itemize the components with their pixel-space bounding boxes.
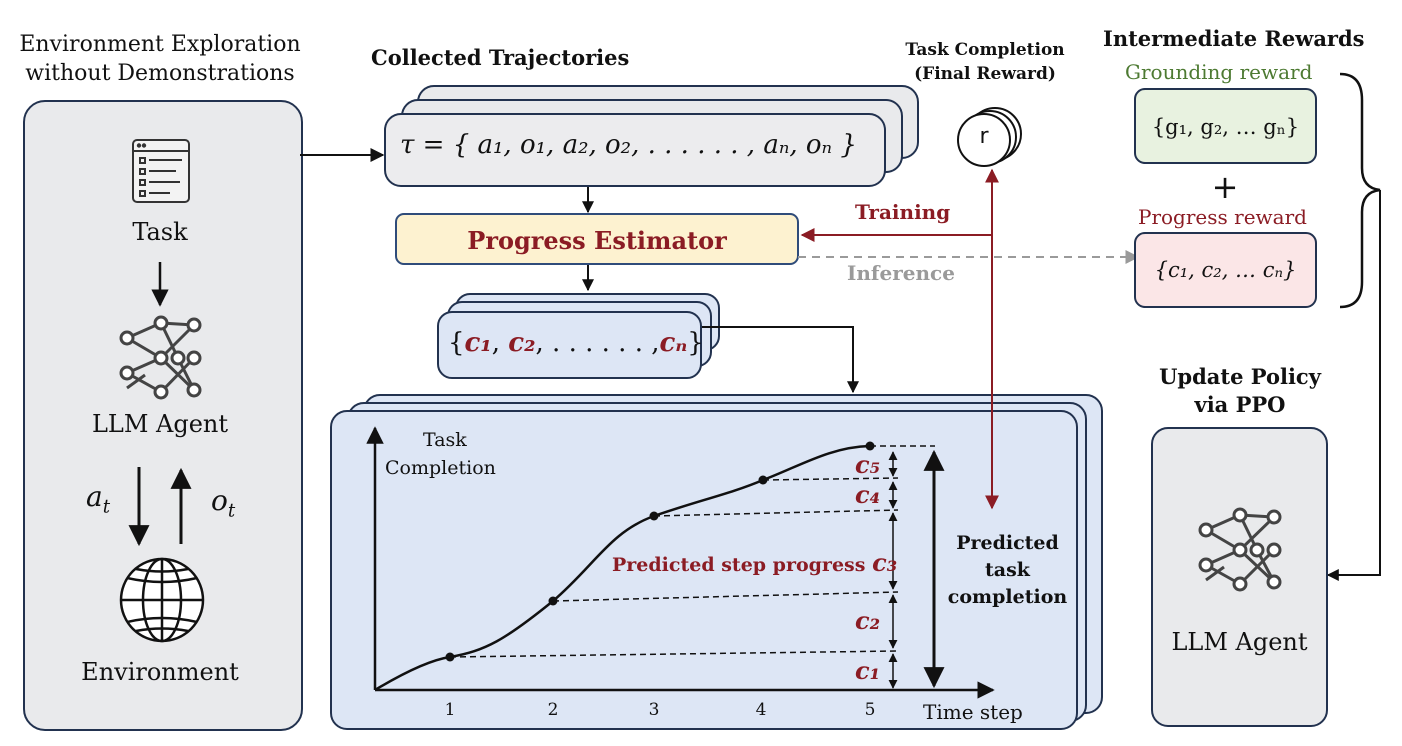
rewards-brace [1339,72,1381,309]
step-label-c2: c₂ [855,606,881,635]
data-points [445,441,875,662]
task-document-icon [132,139,190,203]
env-title: Environment Exploration without Demonstr… [19,32,301,86]
grounding-reward-set: {g₁, g₂, … gₙ} [1151,115,1300,139]
x-tick-3: 3 [648,700,660,720]
step-label-c4: c₄ [855,480,881,509]
grounding-reward-box [1134,88,1317,164]
x-tick-1: 1 [444,700,456,720]
llm-agent-network-icon [119,315,202,400]
x-tick-4: 4 [755,700,767,720]
x-tick-2: 2 [547,700,559,720]
step-guides [449,445,935,658]
progress-estimator-label: Progress Estimator [467,226,727,255]
progress-estimator-box [395,213,799,265]
final-reward-title: Task Completion (Final Reward) [905,40,1065,84]
final-reward-circles [957,107,1022,167]
step-label-c1: c₁ [855,656,881,685]
data-point-2 [548,596,558,606]
progress-reward-label: Progress reward [1138,205,1307,229]
training-label: Training [855,200,951,224]
progress-set-stack [437,293,720,379]
action-symbol: at [86,480,111,518]
predicted-task-completion-label: Predicted task completion [947,532,1068,608]
agent-label: LLM Agent [91,410,229,438]
progress-set-formula: {c₁, c₂, . . . . . . ,cₙ} [448,328,704,358]
observation-symbol: ot [211,484,236,522]
policy-agent-network-icon [1198,507,1282,592]
y-axis-label: Task Completion [385,429,496,479]
data-point-5 [865,441,875,451]
final-reward-symbol: r [979,124,989,149]
x-axis-label: Time step [923,700,1023,724]
data-point-4 [758,475,768,485]
progress-reward-box [1134,232,1317,308]
predicted-step-progress-label: Predicted step progress c₃ [612,548,898,577]
plus-sign: + [1211,168,1239,206]
trajectory-stack [384,85,919,187]
trajectory-formula: τ = { a₁, o₁, a₂, o₂, . . . . . . , aₙ, … [400,130,857,160]
task-label: Task [132,218,188,246]
trajectories-title: Collected Trajectories [371,45,630,70]
data-point-3 [649,511,659,521]
step-label-c5: c₅ [855,450,881,479]
policy-agent-label: LLM Agent [1171,628,1308,656]
data-point-1 [445,652,455,662]
progress-reward-set: {c₁, c₂, … cₙ} [1154,258,1297,282]
globe-icon [119,557,205,643]
grounding-reward-label: Grounding reward [1125,60,1313,84]
x-tick-5: 5 [864,700,876,720]
inference-label: Inference [847,261,955,285]
policy-title: Update Policy via PPO [1159,364,1321,417]
environment-label: Environment [81,658,239,686]
rewards-title: Intermediate Rewards [1103,26,1365,51]
